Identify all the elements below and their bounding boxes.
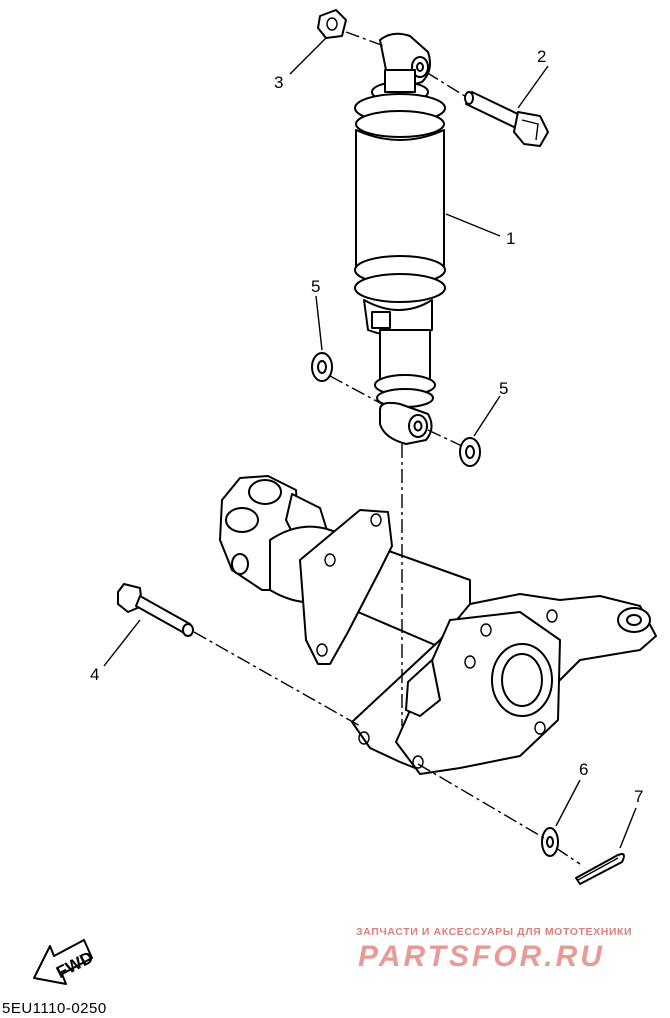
callout-4: 4 — [90, 665, 99, 684]
leader-lines — [103, 37, 637, 849]
lower-pin-bolt — [117, 583, 194, 637]
rear-shock-absorber — [354, 32, 446, 445]
assembly-lines — [193, 31, 581, 865]
watermark-tagline: ЗАПЧАСТИ И АКСЕССУАРЫ ДЛЯ МОТОТЕХНИКИ — [356, 926, 633, 938]
upper-nut — [317, 9, 347, 39]
rear-axle-housing — [219, 475, 657, 775]
callout-2: 2 — [537, 47, 546, 66]
upper-mounting-bolt — [464, 91, 549, 147]
washer-left — [311, 352, 333, 382]
forward-direction-arrow: FWD — [33, 939, 96, 985]
washer-right — [459, 437, 481, 467]
callout-7: 7 — [634, 787, 643, 806]
lower-washer — [541, 827, 559, 857]
callout-labels: 1 2 3 4 5 5 6 7 — [90, 47, 643, 806]
callout-5-upper: 5 — [311, 277, 320, 296]
callout-6: 6 — [579, 760, 588, 779]
callout-1: 1 — [506, 229, 515, 248]
diagram-code: 5EU1110-0250 — [2, 1000, 107, 1017]
watermark-logo: PARTSFOR.RU — [358, 940, 605, 973]
callout-3: 3 — [274, 73, 283, 92]
cotter-pin — [575, 853, 625, 885]
callout-5-lower: 5 — [499, 379, 508, 398]
